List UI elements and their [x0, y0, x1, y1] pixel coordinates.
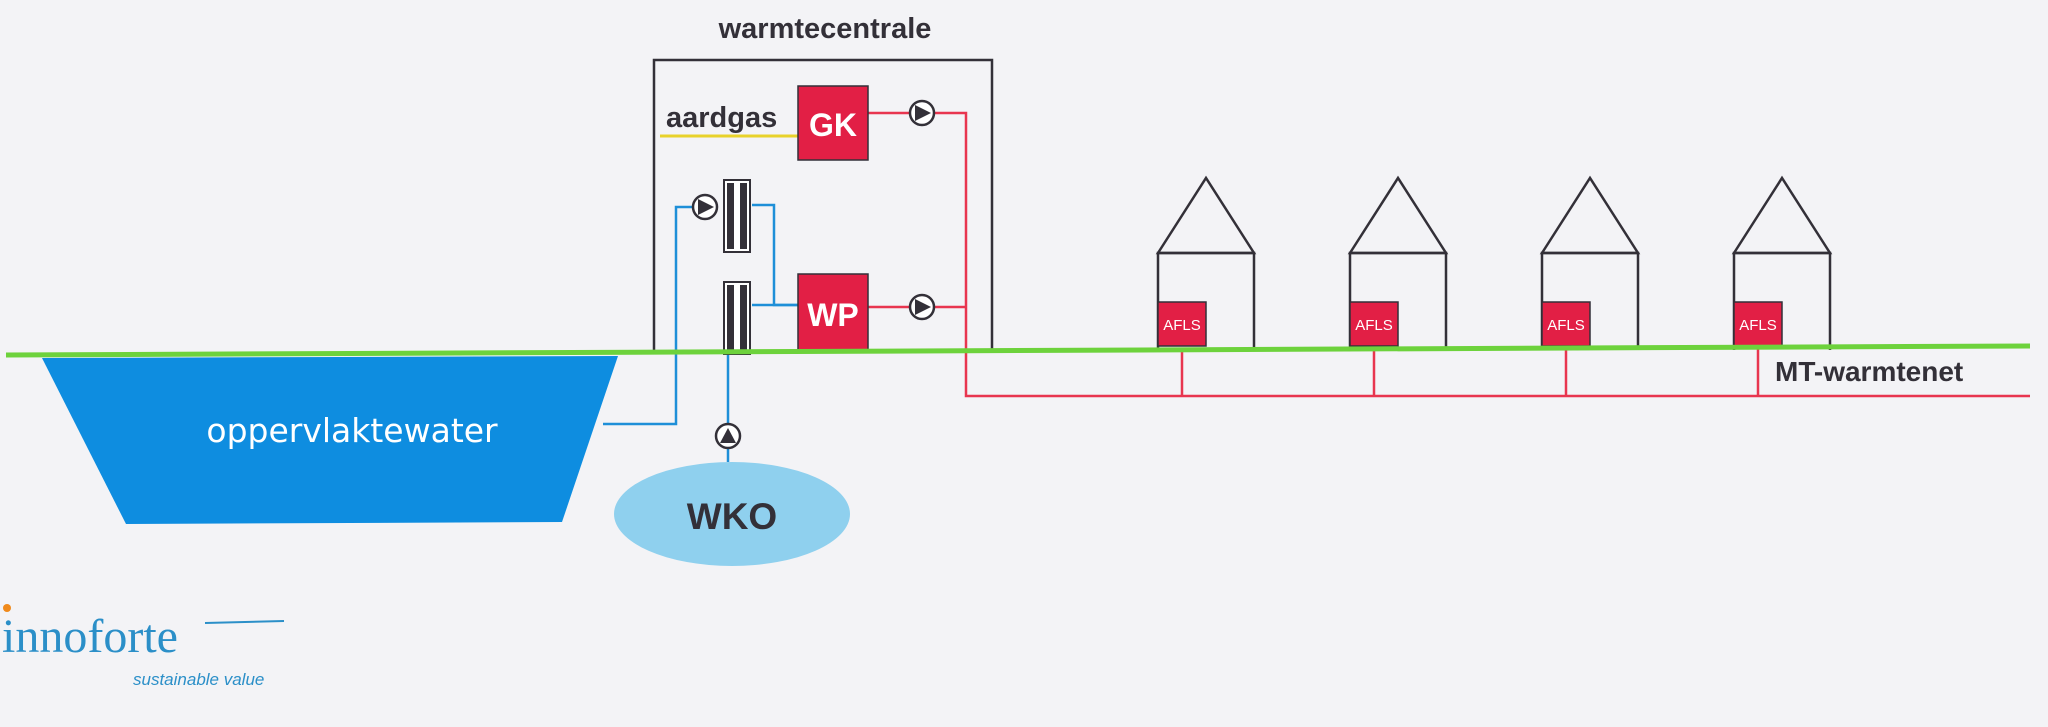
heat-exchanger-top	[723, 179, 751, 253]
logo-wordmark: innoforte	[2, 610, 178, 663]
gk-label: GK	[809, 107, 857, 143]
surface-water-body	[42, 356, 618, 524]
red-pipe-gk	[868, 111, 968, 352]
logo-part-forte: forte	[87, 610, 178, 663]
pump-water	[691, 193, 719, 221]
wko-storage	[614, 462, 850, 566]
logo-tagline: sustainable value	[133, 670, 264, 689]
red-pipe-main	[964, 352, 2030, 398]
surface-water-label: oppervlaktewater	[206, 411, 498, 450]
afls-unit	[1349, 301, 1399, 347]
wp-heat-pump	[797, 273, 869, 351]
gk-boiler	[797, 85, 869, 161]
mt-warmtenet-label: MT-warmtenet	[1775, 356, 1963, 387]
afls-label: AFLS	[1547, 317, 1585, 334]
house-roof	[1539, 175, 1641, 255]
house-roof	[1347, 175, 1449, 255]
wko-label: WKO	[687, 496, 777, 537]
house-roof	[1155, 175, 1257, 255]
aardgas-label: aardgas	[666, 102, 777, 134]
afls-unit	[1157, 301, 1207, 347]
innoforte-logo: innoforte sustainable value	[2, 604, 285, 689]
logo-dot	[3, 604, 11, 612]
wp-label: WP	[807, 297, 859, 333]
house-roof	[1731, 175, 1833, 255]
house-1: AFLS	[1155, 175, 1257, 396]
heat-exchanger-bottom	[723, 281, 751, 355]
ground-line	[5, 343, 2031, 358]
afls-label: AFLS	[1355, 317, 1393, 334]
warmtecentrale-building	[652, 58, 994, 352]
logo-swoosh	[204, 620, 285, 624]
pump-wko	[714, 422, 742, 450]
pump-gk	[908, 99, 936, 127]
afls-label: AFLS	[1739, 317, 1777, 334]
logo-part-inno: inno	[2, 610, 87, 663]
warmtecentrale-label: warmtecentrale	[718, 13, 932, 45]
blue-pipe-water	[603, 205, 698, 426]
pump-wp	[908, 293, 936, 321]
house-2: AFLS	[1347, 175, 1449, 396]
house-4: AFLS	[1731, 175, 1833, 396]
afls-unit	[1733, 301, 1783, 347]
houses: AFLS AFLS AFLS AFLS	[1155, 175, 1833, 396]
afls-unit	[1541, 301, 1591, 347]
afls-label: AFLS	[1163, 317, 1201, 334]
house-3: AFLS	[1539, 175, 1641, 396]
